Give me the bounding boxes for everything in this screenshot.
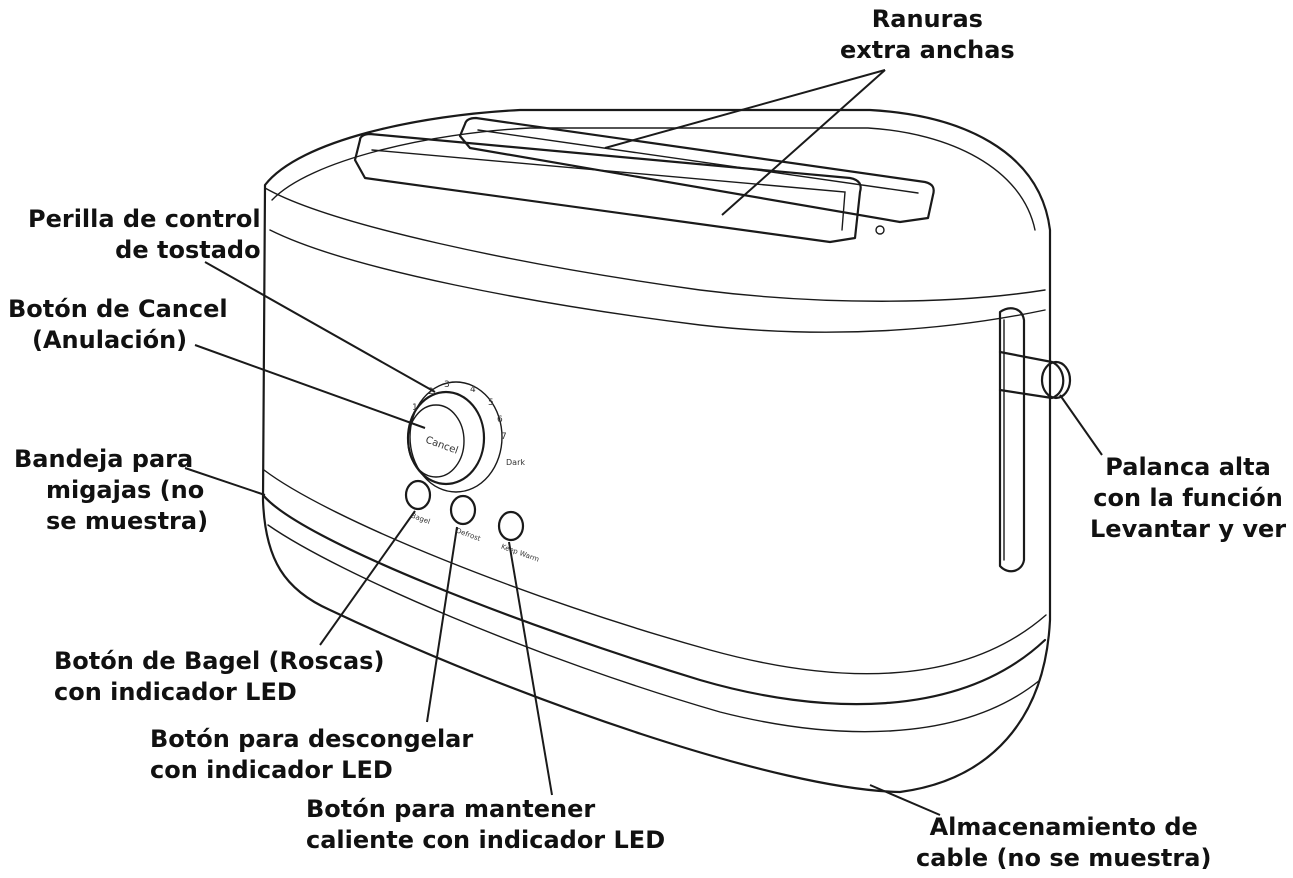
leader-cancel: [194, 344, 426, 429]
dial-number-7: 7: [501, 432, 507, 442]
label-lever: Palanca alta con la función Levantar y v…: [1090, 453, 1287, 543]
leader-cord: [869, 784, 941, 816]
label-cancel: Botón de Cancel (Anulación): [8, 295, 228, 354]
lift-lever[interactable]: [998, 307, 1072, 573]
keep-warm-button[interactable]: Keep Warm: [497, 510, 540, 564]
dial-center-text: Cancel: [424, 435, 460, 457]
svg-text:Defrost: Defrost: [455, 527, 482, 543]
label-crumb-tray: Bandeja para migajas (no se muestra): [14, 445, 209, 535]
label-bagel: Botón de Bagel (Roscas) con indicador LE…: [54, 647, 385, 706]
toaster-body: [261, 108, 1052, 794]
leader-lines: [184, 69, 1103, 816]
label-keep-warm: Botón para mantener caliente con indicad…: [306, 795, 666, 854]
dial-number-3: 3: [444, 380, 450, 390]
browning-dial[interactable]: Cancel 1 2 3 4 5 6 7 Dark: [406, 380, 525, 493]
label-cord-storage: Almacenamiento de cable (no se muestra): [916, 813, 1212, 872]
leader-bagel: [319, 510, 416, 646]
dial-number-6: 6: [497, 415, 503, 425]
label-slots: Ranuras extra anchas: [840, 5, 1015, 64]
dial-number-5: 5: [488, 398, 494, 408]
dial-number-2: 2: [428, 387, 434, 397]
leader-slots-1: [604, 69, 886, 149]
dial-number-1: 1: [412, 403, 418, 413]
dial-number-4: 4: [470, 385, 476, 395]
svg-text:Keep Warm: Keep Warm: [500, 543, 540, 564]
toast-slots: [353, 116, 935, 244]
leader-lever: [1059, 394, 1103, 456]
leader-crumb: [184, 467, 266, 496]
leader-defrost: [426, 526, 458, 723]
leader-keepwarm: [508, 541, 553, 796]
leader-knob: [204, 261, 436, 393]
leader-slots-2: [721, 69, 886, 216]
dial-max-label: Dark: [506, 458, 525, 467]
label-defrost: Botón para descongelar con indicador LED: [150, 725, 474, 784]
label-knob: Perilla de control de tostado: [28, 205, 261, 264]
